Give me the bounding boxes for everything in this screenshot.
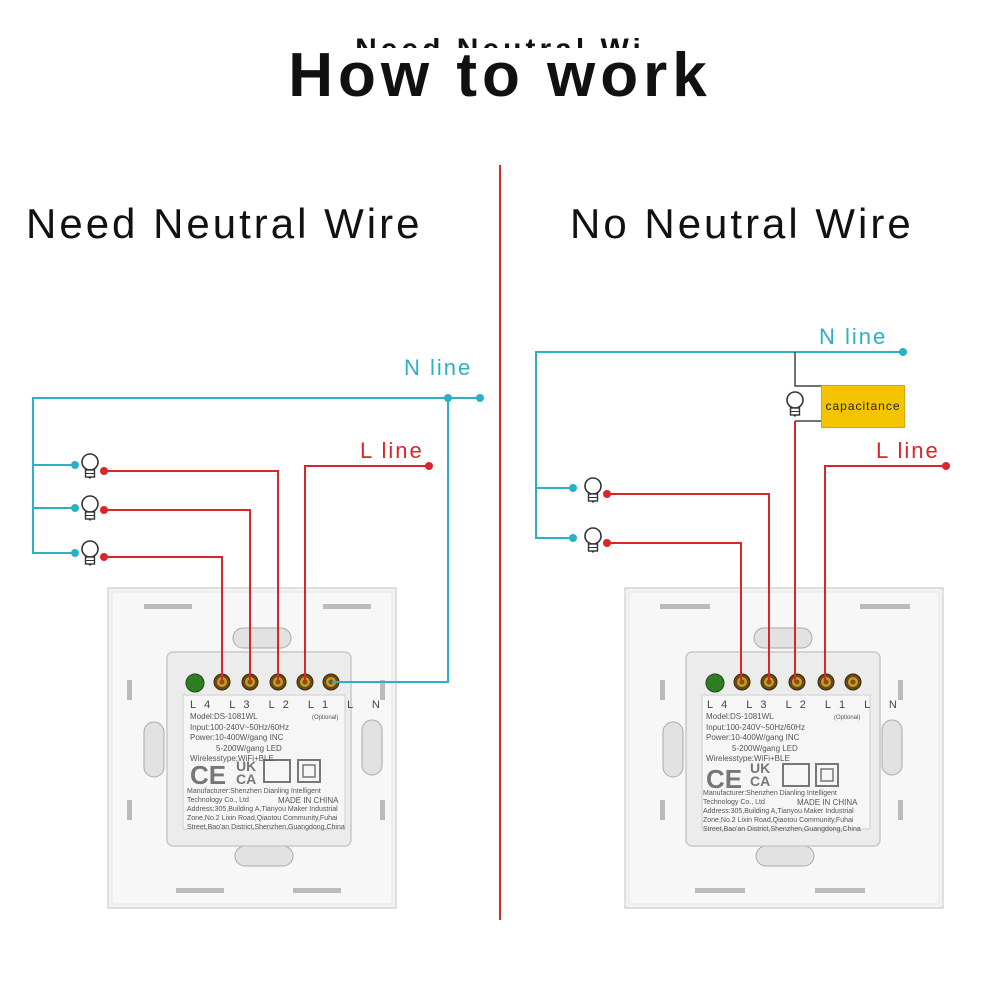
left-optional-label: (Optional) — [312, 715, 339, 721]
left-switch-plate: CE — [107, 587, 397, 909]
right-l-wires — [607, 421, 946, 682]
capacitance-box: capacitance — [821, 385, 905, 428]
left-l-wires — [104, 465, 429, 682]
right-bulb-1-icon — [584, 477, 602, 504]
left-plate-specs: Model:DS-1081WL Input:100-240V~50Hz/60Hz… — [190, 712, 289, 763]
right-n-line-label: N line — [819, 324, 888, 349]
right-switch-plate: CE — [624, 587, 944, 909]
right-bulb-2-icon — [584, 527, 602, 554]
right-made-in: MADE IN CHINA — [797, 798, 858, 807]
right-optional-label: (Optional) — [834, 715, 861, 721]
left-n-line-label: N line — [404, 355, 473, 380]
cut-off-heading: Need Neutral Wi — [0, 38, 1000, 48]
capacitor-wires — [794, 352, 821, 422]
right-heading: No Neutral Wire — [570, 200, 914, 247]
left-bulb-3-icon — [81, 540, 99, 567]
right-n-dots — [569, 348, 907, 542]
left-bulb-1-icon — [81, 453, 99, 480]
right-l-line-label: L line — [876, 438, 940, 463]
left-bulb-2-icon — [81, 495, 99, 522]
capacitor-bulb-icon — [786, 391, 804, 418]
svg-text:CE: CE — [190, 760, 226, 790]
svg-text:CE: CE — [706, 764, 742, 794]
left-heading: Need Neutral Wire — [26, 200, 423, 247]
page-title: How to work — [288, 41, 712, 110]
right-plate-specs: Model:DS-1081WL Input:100-240V~50Hz/60Hz… — [706, 712, 805, 763]
left-n-wires — [32, 397, 480, 683]
left-made-in: MADE IN CHINA — [278, 796, 339, 805]
left-terminal-labels: L4 L3 L2 L1 L N — [190, 699, 388, 711]
right-l-dots — [603, 462, 950, 547]
right-n-wires — [535, 351, 903, 539]
left-l-line-label: L line — [360, 438, 424, 463]
right-terminal-labels: L4 L3 L2 L1 L N — [707, 699, 905, 711]
left-l-dots — [100, 462, 433, 561]
right-plate-maker: Manufacturer:Shenzhen Dianling Intellige… — [703, 790, 861, 833]
left-plate-maker: Manufacturer:Shenzhen Dianling Intellige… — [187, 788, 345, 831]
left-n-dots — [71, 394, 484, 557]
